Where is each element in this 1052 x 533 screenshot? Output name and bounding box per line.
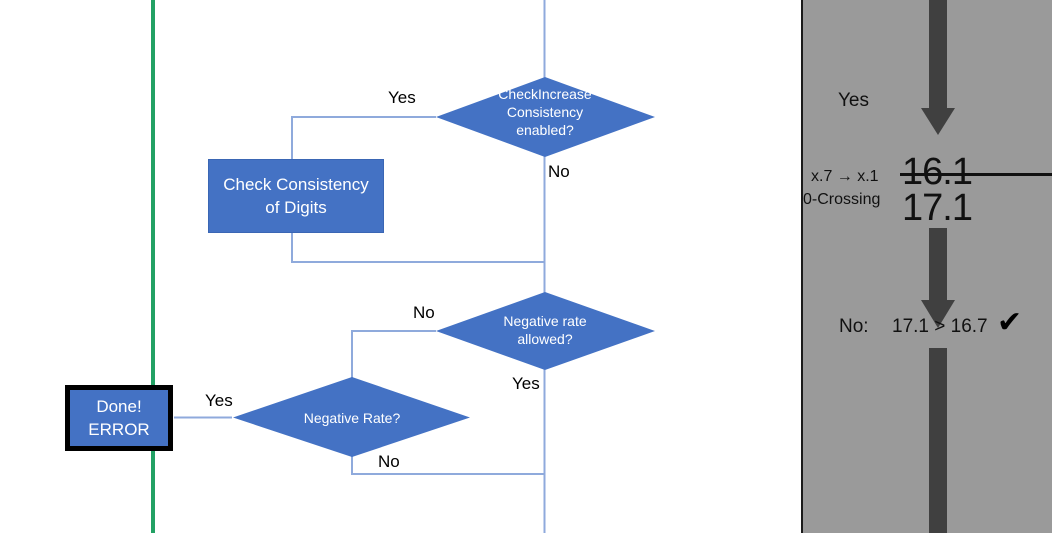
node-check-increase-consistency-label: CheckIncrease Consistency enabled?: [498, 86, 592, 138]
panel-value-struck: 16.1: [900, 152, 1052, 192]
node-negative-rate-allowed-label: Negative rate allowed?: [503, 313, 587, 347]
node-check-increase-consistency: [436, 77, 655, 157]
node-negative-rate-allowed: [436, 292, 655, 370]
panel-check-icon: ✔: [997, 306, 1023, 339]
panel-arrow-layer: [921, 0, 955, 533]
node-check-consistency-of-digits[interactable]: Check Consistency of Digits: [208, 159, 384, 233]
node-negative-rate: [233, 377, 470, 457]
edge-label-negative-allowed-no: No: [413, 303, 435, 322]
panel-yes-label: Yes: [838, 90, 869, 111]
panel-result-prefix: No:: [839, 316, 869, 337]
edge-label-check-increase-yes: Yes: [388, 88, 416, 107]
panel-mapping-label: x.7 → x.1: [811, 168, 879, 185]
node-done-error-label: Done! ERROR: [88, 397, 150, 439]
node-check-consistency-of-digits-label: Check Consistency of Digits: [223, 175, 369, 217]
annotation-panel: Yes x.7 → x.1 0-Crossing 16.1 17.1 No: 1…: [801, 0, 1052, 533]
panel-value-new: 17.1: [902, 187, 973, 229]
panel-crossing-label: 0-Crossing: [803, 191, 881, 208]
edge-label-negative-allowed-yes: Yes: [512, 374, 540, 393]
node-negative-rate-label: Negative Rate?: [303, 410, 401, 426]
edge-label-negative-rate-no: No: [378, 452, 400, 471]
edge-label-negative-rate-yes: Yes: [205, 391, 233, 410]
node-done-error[interactable]: Done! ERROR: [65, 385, 173, 451]
edge-label-check-increase-no: No: [548, 162, 570, 181]
panel-result-expression: 17.1 > 16.7: [892, 316, 988, 337]
